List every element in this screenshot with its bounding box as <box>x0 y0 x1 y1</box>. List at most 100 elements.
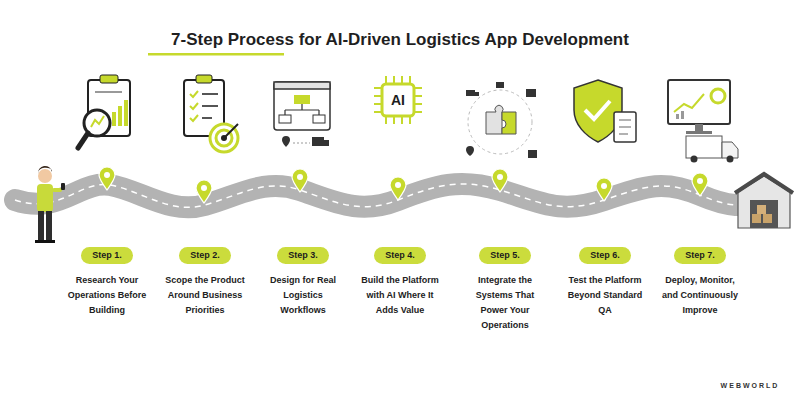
step-description: Build the Platform with AI Where It Adds… <box>360 273 440 318</box>
step-node: Step 1. Research Your Operations Before B… <box>59 244 155 318</box>
scope-icon <box>184 75 238 152</box>
scope-icon-part <box>210 124 238 152</box>
person-figure-part <box>45 240 55 243</box>
integration-icon-part <box>468 90 532 154</box>
location-pins-part <box>196 180 212 203</box>
workflow-icon-part <box>282 136 290 147</box>
integration-icon-part <box>496 82 504 88</box>
workflow-icon-part <box>324 140 329 146</box>
person-figure-part <box>52 188 62 192</box>
integration-icon-part <box>486 105 503 134</box>
step-badge: Step 1. <box>81 247 133 264</box>
scope-icon-part <box>190 103 198 109</box>
research-icon-part <box>118 106 122 126</box>
workflow-icon-part <box>285 104 319 115</box>
research-icon-part <box>78 133 88 148</box>
research-icon-part <box>100 75 118 83</box>
person-figure-part <box>61 183 65 190</box>
scope-icon-part <box>202 117 212 119</box>
integration-icon-part <box>526 89 536 97</box>
ai-chip-icon-part <box>374 76 422 124</box>
scope-icon-part <box>202 93 218 95</box>
location-pins-part-part <box>390 177 406 200</box>
research-icon-part <box>91 116 104 127</box>
location-pins-part <box>492 169 508 192</box>
location-pins-part-part <box>395 182 401 188</box>
chip-label: AI <box>382 84 414 116</box>
deploy-icon-part <box>668 80 730 124</box>
deploy-icon-part <box>681 111 684 119</box>
step-description: Deploy, Monitor, and Continuously Improv… <box>660 273 740 318</box>
warehouse-icon-part <box>750 200 778 228</box>
warehouse-icon-part <box>763 214 772 223</box>
workflow-icon-part <box>293 143 310 144</box>
location-pins <box>99 167 708 203</box>
watermark: WEBWORLD <box>710 381 790 391</box>
location-pins-part <box>692 173 708 196</box>
title-underline <box>148 53 284 56</box>
workflow-icon-part <box>294 95 310 104</box>
shield-icon-part <box>614 112 636 142</box>
step-badge: Step 6. <box>579 247 631 264</box>
location-pins-part <box>596 178 612 201</box>
warehouse-icon-part <box>752 214 761 223</box>
deploy-icon-part <box>727 156 734 163</box>
location-pins-part-part <box>297 174 303 180</box>
location-pins-part-part <box>104 172 110 178</box>
person-figure-part <box>37 184 53 212</box>
ai-chip-icon <box>374 76 422 124</box>
step-description: Test the Platform Beyond Standard QA <box>565 273 645 318</box>
step-description: Integrate the Systems That Power Your Op… <box>465 273 545 333</box>
deploy-icon-part <box>695 124 703 132</box>
deploy-icon-part <box>674 94 704 112</box>
location-pins-part-part <box>497 174 503 180</box>
scope-icon-part <box>224 124 238 138</box>
warehouse-icon <box>735 174 793 228</box>
step-badge: Step 5. <box>479 247 531 264</box>
workflow-icon-part <box>279 115 291 123</box>
step-node: Step 6. Test the Platform Beyond Standard… <box>557 244 653 318</box>
workflow-icon-part <box>313 115 325 123</box>
step-badge: Step 2. <box>179 247 231 264</box>
step-description: Scope the Product Around Business Priori… <box>165 273 245 318</box>
person-figure-part <box>38 211 44 241</box>
deploy-icon-part <box>691 156 698 163</box>
deploy-icon-part <box>711 89 725 103</box>
location-pins-part-part <box>492 169 508 192</box>
scope-icon-part <box>190 115 198 121</box>
person-figure-part <box>35 240 45 243</box>
location-pins-part-part <box>292 169 308 192</box>
location-pins-part-part <box>697 178 703 184</box>
scope-icon-part <box>190 91 198 97</box>
workflow-icon-part <box>274 82 330 130</box>
research-icon-part <box>112 112 116 126</box>
step-badge: Step 3. <box>277 247 329 264</box>
person-figure-part <box>46 211 52 241</box>
warehouse-icon-part <box>735 174 793 193</box>
step-description: Research Your Operations Before Building <box>67 273 147 318</box>
warehouse-icon-part <box>757 205 766 214</box>
deploy-icon <box>668 80 738 163</box>
shield-icon-part <box>619 133 628 135</box>
person-figure-part <box>38 166 52 174</box>
shield-icon-part <box>619 126 631 128</box>
location-pins-part <box>292 169 308 192</box>
deploy-icon-part <box>686 131 712 134</box>
diagram-title: 7-Step Process for AI-Driven Logistics A… <box>0 30 800 50</box>
scope-icon-part <box>196 75 212 83</box>
research-icon-part <box>124 100 128 126</box>
location-pins-part-part <box>601 183 607 189</box>
integration-icon-part <box>502 112 516 134</box>
ai-chip-icon-part <box>382 84 414 116</box>
location-pins-part-part <box>196 180 212 203</box>
research-icon-part <box>95 91 122 93</box>
location-pins-part <box>390 177 406 200</box>
integration-icon <box>466 82 537 158</box>
step-node: Step 3. Design for Real Logistics Workflo… <box>255 244 351 318</box>
shield-icon-part <box>619 119 631 121</box>
step-description: Design for Real Logistics Workflows <box>263 273 343 318</box>
step-node: Step 7.Deploy, Monitor, and Continuously… <box>652 244 748 318</box>
